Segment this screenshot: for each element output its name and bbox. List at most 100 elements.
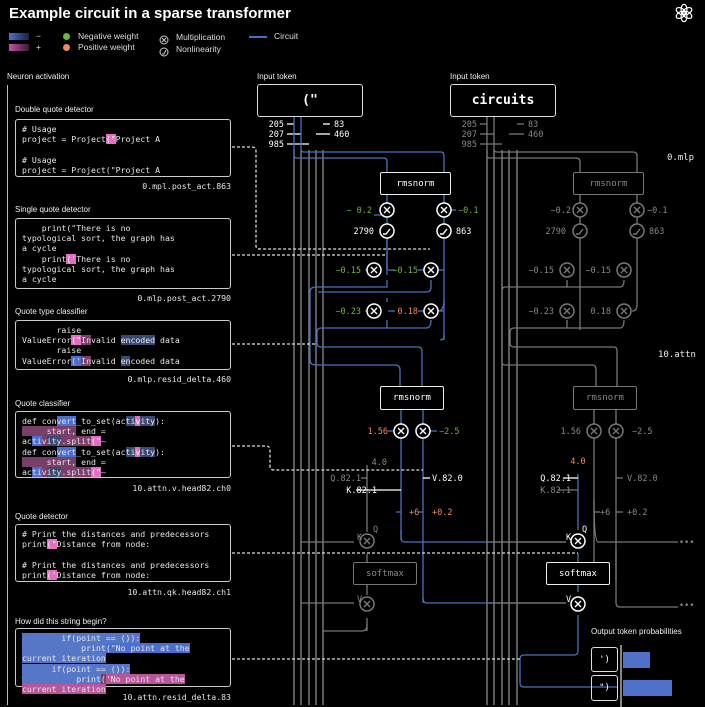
code-line: a cycle bbox=[22, 274, 57, 285]
card-title: Single quote detector bbox=[15, 205, 91, 214]
probability-bar bbox=[623, 680, 672, 696]
residual-stream-left bbox=[293, 150, 324, 705]
negative-gradient-swatch bbox=[9, 33, 29, 40]
nonlinearity-icon bbox=[159, 44, 169, 62]
highlight-token: print bbox=[22, 643, 106, 654]
card-title: Quote classifier bbox=[15, 399, 71, 408]
highlight-token: (' bbox=[46, 569, 57, 580]
highlight-token: v bbox=[135, 446, 141, 457]
neuron-id-caption: 0.mlp.post_act.2790 bbox=[137, 293, 231, 303]
multiplication-label: Multiplication bbox=[176, 32, 226, 42]
dashed-connectors bbox=[232, 146, 578, 660]
circuit-line-icon bbox=[249, 36, 267, 38]
code-line: Project A bbox=[115, 134, 161, 145]
code-line: typological sort, the graph has bbox=[22, 233, 175, 244]
input-token-box[interactable]: circuits bbox=[450, 84, 556, 117]
neuron-id-caption: 0.mlp.resid_delta.460 bbox=[127, 374, 231, 384]
rmsnorm-box: rmsnorm bbox=[380, 386, 444, 410]
highlight-token: vert bbox=[56, 416, 77, 426]
highlight-token: (" bbox=[46, 539, 57, 550]
highlight-token: if(point == ()): bbox=[22, 663, 131, 674]
code-line: print bbox=[22, 539, 47, 550]
highlight-token: (" bbox=[91, 436, 101, 447]
code-line: There is no bbox=[76, 253, 131, 264]
code-line: valid bbox=[91, 335, 121, 346]
code-line: Distance from node: bbox=[56, 539, 151, 550]
highlight-token: ity bbox=[140, 416, 156, 426]
nonlinearity-label: Nonlinearity bbox=[176, 44, 221, 54]
negative-weight-dot-icon bbox=[63, 33, 70, 40]
highlight-token: (' bbox=[66, 253, 77, 264]
input-token-label: Input token bbox=[257, 72, 297, 81]
highlight-token: 'No bbox=[105, 673, 121, 684]
highlight-token: vert bbox=[56, 446, 77, 457]
card-title: How did this string begin? bbox=[15, 617, 107, 626]
code-snippet: # Print the distances and predecessors p… bbox=[15, 524, 231, 582]
highlight-token: start, bbox=[22, 426, 77, 437]
residual-stream-right bbox=[486, 150, 518, 705]
code-line: raise bbox=[22, 345, 82, 356]
output-token-box: ") bbox=[591, 675, 618, 701]
positive-gradient-swatch bbox=[9, 44, 29, 51]
highlight-token: en bbox=[120, 355, 131, 366]
code-line: – bbox=[100, 467, 106, 478]
input-token-box[interactable]: (" bbox=[257, 84, 363, 117]
multiply-glyphs-inactive bbox=[363, 206, 641, 608]
neuron-id-caption: 10.attn.qk.head82.ch1 bbox=[127, 587, 231, 597]
multiply-glyphs bbox=[370, 206, 582, 608]
code-line: ValueError bbox=[22, 355, 72, 366]
code-line: project = Project bbox=[22, 134, 106, 145]
operation-nodes bbox=[359, 202, 645, 612]
highlight-token: v bbox=[41, 436, 47, 447]
highlight-token: ( bbox=[100, 673, 106, 684]
highlight-token: ("No point at the bbox=[105, 643, 190, 654]
code-line: ): bbox=[155, 446, 165, 457]
highlight-token: .split bbox=[61, 436, 92, 447]
highlight-token: (' bbox=[71, 355, 82, 366]
code-line: typological sort, the graph has bbox=[22, 263, 175, 274]
code-line: # Usage bbox=[22, 124, 57, 134]
highlight-token: .split bbox=[61, 467, 92, 478]
highlight-token: current iteration bbox=[22, 684, 106, 695]
softmax-box: softmax bbox=[546, 562, 610, 585]
highlight-token: ti bbox=[31, 436, 42, 447]
multiplication-icon bbox=[159, 32, 169, 50]
code-line: def con bbox=[22, 416, 57, 426]
code-line: _to_set(ac bbox=[76, 416, 126, 426]
layer-label-mlp: 0.mlp bbox=[667, 153, 695, 163]
highlight-token: encoded bbox=[120, 335, 156, 346]
rmsnorm-box: rmsnorm bbox=[573, 386, 637, 410]
highlight-token: current iteration bbox=[22, 653, 106, 664]
code-line: raise bbox=[22, 325, 82, 335]
highlight-token: ti bbox=[125, 416, 136, 426]
code-snippet: raise ValueError("Invalid encoded data r… bbox=[15, 320, 231, 370]
layer-label-attn: 10.attn bbox=[658, 350, 696, 360]
highlight-token: (" bbox=[71, 335, 82, 346]
output-probabilities-title: Output token probabilities bbox=[591, 627, 682, 636]
code-line: Distance from node: bbox=[56, 569, 151, 580]
neuron-id-caption: 10.attn.resid_delta.83 bbox=[122, 692, 231, 702]
gradient-negative-sign: − bbox=[36, 31, 41, 41]
code-line: coded data bbox=[130, 355, 180, 366]
highlight-token: start, bbox=[22, 456, 77, 467]
highlight-token: point at the bbox=[120, 673, 185, 684]
highlight-token: print bbox=[22, 673, 101, 684]
code-line: end = bbox=[76, 426, 106, 437]
highlight-token: ity bbox=[46, 467, 62, 478]
card-title: Quote detector bbox=[15, 512, 68, 521]
code-line: print bbox=[22, 569, 47, 580]
highlight-token: In bbox=[81, 335, 92, 346]
code-line: _to_set(ac bbox=[76, 446, 126, 457]
probability-bar bbox=[623, 652, 650, 668]
highlight-token: v bbox=[135, 416, 141, 426]
code-line: ac bbox=[22, 436, 32, 447]
input-token-label: Input token bbox=[450, 72, 490, 81]
code-line: ValueError bbox=[22, 335, 72, 346]
code-line: # Usage bbox=[22, 154, 57, 165]
positive-weight-dot-icon bbox=[63, 44, 70, 51]
highlight-token: ity bbox=[140, 446, 156, 457]
neuron-activation-heading: Neuron activation bbox=[7, 72, 70, 81]
code-line: – bbox=[100, 436, 106, 447]
code-line: # Print the distances and predecessors bbox=[22, 559, 210, 570]
